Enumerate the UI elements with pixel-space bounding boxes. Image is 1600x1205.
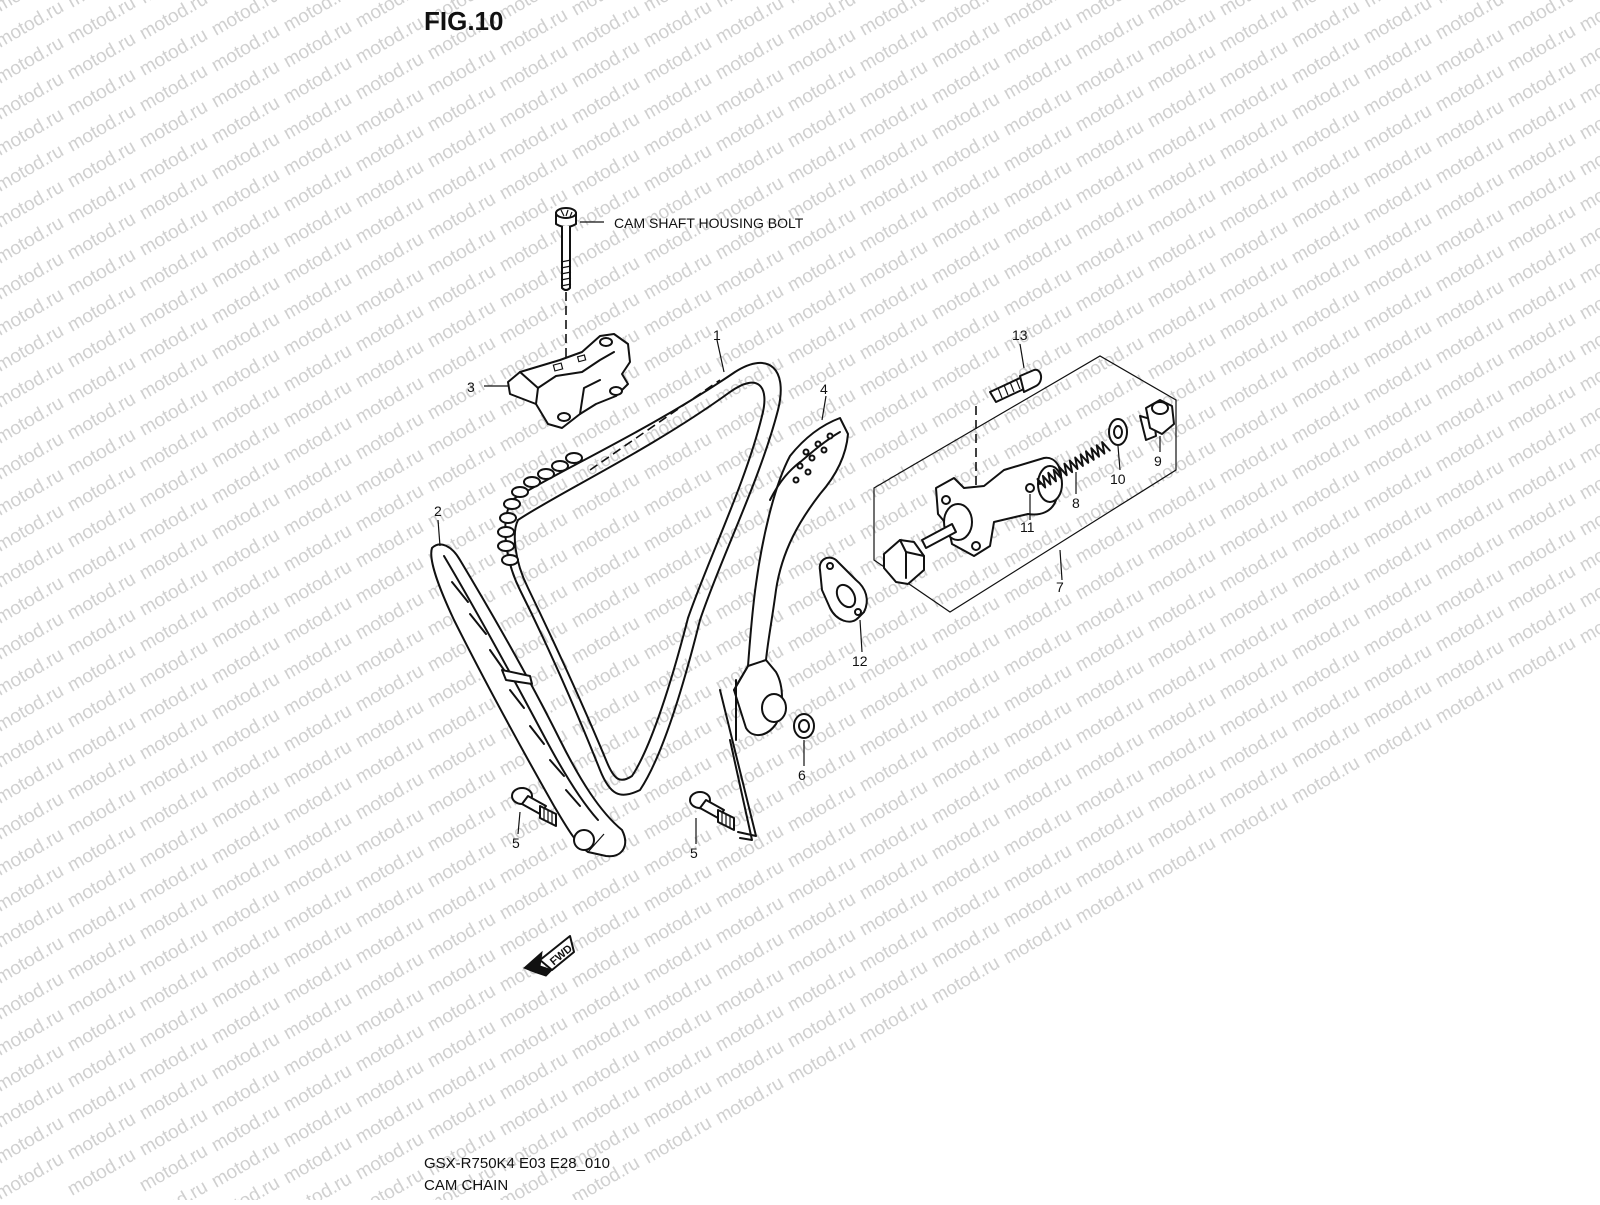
guide-hole xyxy=(828,434,833,439)
part-label-12: 12 xyxy=(852,653,868,669)
part-label-11: 11 xyxy=(1020,519,1035,535)
guide-hole xyxy=(816,442,821,447)
cam-shaft-housing-bolt-label: CAM SHAFT HOUSING BOLT xyxy=(614,215,804,231)
chain-link xyxy=(524,477,540,487)
guide-hole xyxy=(798,464,803,469)
figure-title: FIG.10 xyxy=(424,6,503,36)
guide-hole xyxy=(804,450,809,455)
chain-link xyxy=(566,453,582,463)
chain-link xyxy=(504,499,520,509)
chain-link xyxy=(538,469,554,479)
part-label-7: 7 xyxy=(1056,579,1064,595)
watermark-text: motod.ru xyxy=(1576,0,1600,36)
guide-hole xyxy=(810,456,815,461)
guide-hole xyxy=(806,470,811,475)
part-label-4: 4 xyxy=(820,381,828,397)
part-label-10: 10 xyxy=(1110,471,1126,487)
part-label-5-left: 5 xyxy=(512,835,520,851)
footer-model-code: GSX-R750K4 E03 E28_010 xyxy=(424,1155,610,1172)
part-label-6: 6 xyxy=(798,767,806,783)
part-label-1: 1 xyxy=(713,327,721,343)
chain-link xyxy=(498,541,514,551)
chain-link xyxy=(498,527,514,537)
chain-link xyxy=(500,513,516,523)
part-label-5-right: 5 xyxy=(690,845,698,861)
guide-hole xyxy=(822,448,827,453)
part-label-2: 2 xyxy=(434,503,442,519)
guide-hole xyxy=(794,478,799,483)
footer-section-name: CAM CHAIN xyxy=(424,1177,508,1194)
part-label-9: 9 xyxy=(1154,453,1162,469)
part-label-3: 3 xyxy=(467,379,475,395)
chain-link xyxy=(502,555,518,565)
chain-link xyxy=(552,461,568,471)
part-label-13: 13 xyxy=(1012,327,1028,343)
part-label-8: 8 xyxy=(1072,495,1080,511)
chain-link xyxy=(512,487,528,497)
